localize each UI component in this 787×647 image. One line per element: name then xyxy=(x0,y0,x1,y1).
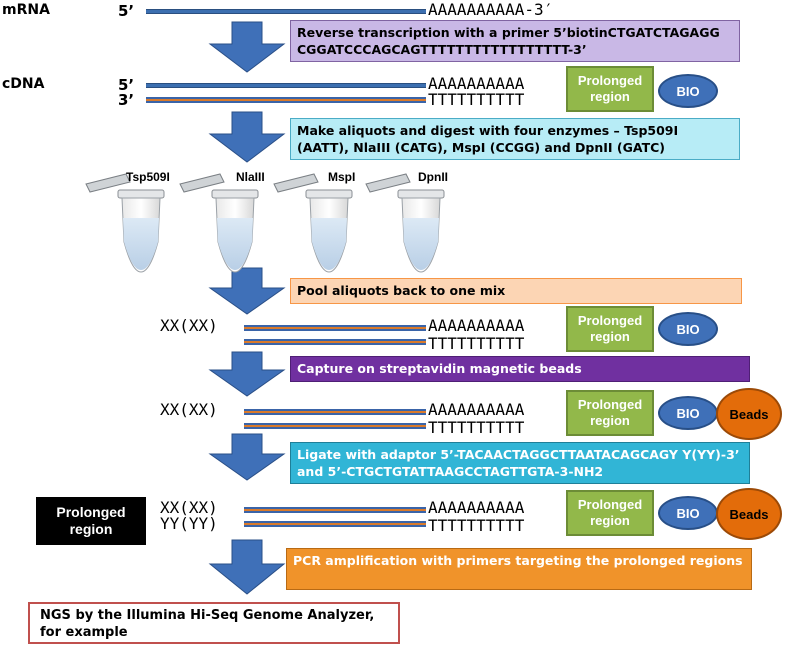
mrna-five-prime: 5’ xyxy=(118,2,135,20)
region-text-4: region xyxy=(590,513,630,528)
captured-prefix: XX(XX) xyxy=(160,400,218,419)
prolonged-text-3: Prolonged xyxy=(577,397,643,412)
prolonged-text-4: Prolonged xyxy=(577,497,643,512)
captured-top-strand xyxy=(244,409,426,415)
mrna-strand xyxy=(146,9,426,14)
tube-nlaiii xyxy=(179,173,259,273)
pooled-prefix: XX(XX) xyxy=(160,316,218,335)
enzyme-label-tsp509i: Tsp509I xyxy=(126,170,170,184)
region-text-3: region xyxy=(590,413,630,428)
ligated-polyt: TTTTTTTTTT xyxy=(428,516,525,535)
step-digest: Make aliquots and digest with four enzym… xyxy=(290,118,740,160)
tube-tsp509i xyxy=(85,173,165,273)
down-arrow-2 xyxy=(208,111,286,163)
step-reverse-transcription: Reverse transcription with a primer 5’bi… xyxy=(290,20,740,62)
step-pcr: PCR amplification with primers targeting… xyxy=(286,548,752,590)
cdna-bottom-strand xyxy=(146,97,426,103)
ligated-prefix-top: XX(XX) xyxy=(160,498,218,517)
pooled-top-strand xyxy=(244,325,426,331)
down-arrow-4 xyxy=(208,351,286,397)
enzyme-label-dpnii: DpnII xyxy=(418,170,448,184)
legend-prolonged-text: Prolonged xyxy=(56,504,126,520)
down-arrow-3 xyxy=(208,267,286,315)
step-pool: Pool aliquots back to one mix xyxy=(290,278,742,304)
enzyme-label-nlaiii: NlaIII xyxy=(236,170,265,184)
step-capture: Capture on streptavidin magnetic beads xyxy=(290,356,750,382)
biotin-oval-2: BIO xyxy=(658,312,718,346)
tube-dpnii xyxy=(365,173,445,273)
down-arrow-6 xyxy=(208,539,286,595)
cdna-five-prime: 5’ xyxy=(118,76,135,94)
down-arrow-1 xyxy=(208,21,286,73)
step-ngs: NGS by the Illumina Hi-Seq Genome Analyz… xyxy=(28,602,400,644)
beads-oval-2: Beads xyxy=(716,488,782,540)
biotin-oval-1: BIO xyxy=(658,74,718,108)
step-ligate: Ligate with adaptor 5’-TACAACTAGGCTTAATA… xyxy=(290,442,750,484)
biotin-oval-3: BIO xyxy=(658,396,718,430)
legend-region-text: region xyxy=(69,521,113,537)
prolonged-text-2: Prolonged xyxy=(577,313,643,328)
prolonged-text-1: Prolonged xyxy=(577,73,643,88)
biotin-oval-4: BIO xyxy=(658,496,718,530)
mrna-label: mRNA xyxy=(2,2,50,18)
pooled-polyt: TTTTTTTTTT xyxy=(428,334,525,353)
cdna-top-strand xyxy=(146,83,426,88)
captured-polyt: TTTTTTTTTT xyxy=(428,418,525,437)
pooled-polya: AAAAAAAAAA xyxy=(428,316,525,335)
captured-bottom-strand xyxy=(244,423,426,429)
ligated-prefix-bottom: YY(YY) xyxy=(160,514,218,533)
cdna-polyt: TTTTTTTTTT xyxy=(428,90,525,109)
cdna-label: cDNA xyxy=(2,76,45,92)
captured-polya: AAAAAAAAAA xyxy=(428,400,525,419)
mrna-polya-tail: AAAAAAAAAA-3′ xyxy=(428,0,554,19)
enzyme-label-mspi: MspI xyxy=(328,170,356,184)
ligated-polya: AAAAAAAAAA xyxy=(428,498,525,517)
cdna-polya: AAAAAAAAAA xyxy=(428,74,525,93)
ligated-top-strand xyxy=(244,507,426,513)
beads-oval-1: Beads xyxy=(716,388,782,440)
down-arrow-5 xyxy=(208,433,286,481)
region-text-1: region xyxy=(590,89,630,104)
cdna-three-prime: 3’ xyxy=(118,91,135,109)
pooled-bottom-strand xyxy=(244,339,426,345)
tube-mspi xyxy=(273,173,353,273)
region-text-2: region xyxy=(590,329,630,344)
ligated-bottom-strand xyxy=(244,521,426,527)
